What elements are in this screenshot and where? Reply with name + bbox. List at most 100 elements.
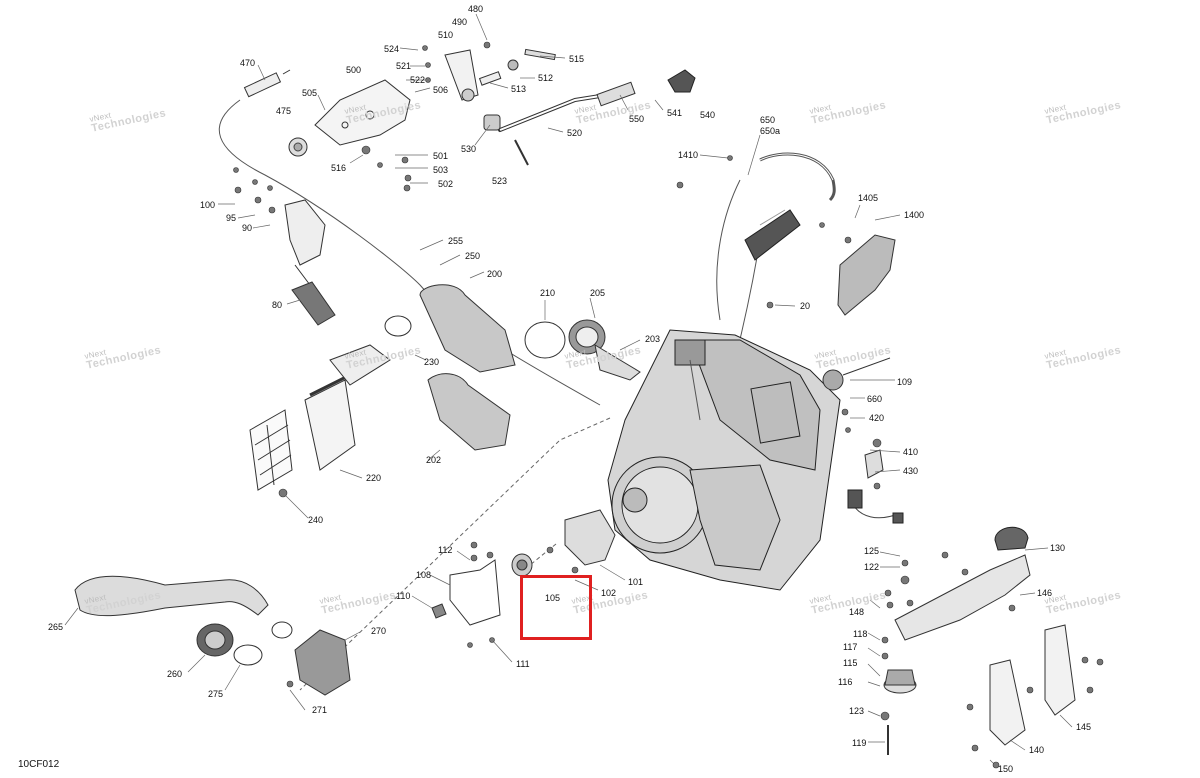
callout-116: 116 (838, 677, 853, 687)
callout-1400: 1400 (904, 210, 925, 220)
leader-lines (64, 13, 1073, 766)
callout-108: 108 (416, 570, 432, 580)
engine-block (607, 329, 841, 591)
dashed-leader (299, 417, 611, 691)
throttle-cable (218, 99, 601, 406)
callout-260: 260 (167, 669, 183, 679)
callout-250: 250 (465, 251, 481, 261)
callout-513: 513 (511, 84, 527, 94)
callout-125: 125 (864, 546, 880, 556)
callout-105: 105 (545, 593, 561, 603)
callout-101: 101 (628, 577, 644, 587)
part-1400-bracket (837, 234, 896, 316)
callout-660: 660 (867, 394, 883, 404)
callout-500: 500 (346, 65, 362, 75)
callout-506: 506 (433, 85, 449, 95)
callout-530: 530 (461, 144, 477, 154)
callout-102: 102 (601, 588, 617, 598)
callout-271: 271 (312, 705, 328, 715)
part-275-clamp (233, 644, 263, 666)
callout-117: 117 (843, 642, 858, 652)
hardware (233, 41, 1104, 769)
callout-95: 95 (226, 213, 237, 223)
part-130-crossmember (894, 554, 1031, 641)
part-145-bracket (1044, 624, 1076, 716)
callout-210: 210 (540, 288, 556, 298)
callout-140: 140 (1029, 745, 1045, 755)
callout-650a: 650a (760, 126, 781, 136)
part-200-boot (419, 284, 516, 373)
part-109 (822, 357, 891, 391)
callout-540: 540 (700, 110, 716, 120)
part-260 (196, 623, 234, 657)
callout-112: 112 (438, 545, 453, 555)
callout-130: 130 (1050, 543, 1066, 553)
part-530 (483, 114, 501, 131)
callout-220: 220 (366, 473, 382, 483)
part-205-cover (568, 319, 641, 381)
part-500-bracket (314, 79, 411, 146)
callout-150: 150 (998, 764, 1014, 774)
callout-80: 80 (272, 300, 283, 310)
callout-521: 521 (396, 61, 412, 71)
part-650-harness (759, 152, 836, 202)
part-270 (294, 629, 351, 696)
callout-541: 541 (667, 108, 683, 118)
part-550 (596, 81, 636, 107)
part-410 (864, 449, 884, 479)
callout-490: 490 (452, 17, 468, 27)
part-510-pivot (444, 48, 556, 102)
callout-265: 265 (48, 622, 64, 632)
callout-255: 255 (448, 236, 464, 246)
part-140-bracket (989, 659, 1026, 746)
callout-410: 410 (903, 447, 919, 457)
callout-501: 501 (433, 151, 449, 161)
part-240-filter (249, 409, 293, 491)
part-115-mount (883, 669, 917, 694)
callout-123: 123 (849, 706, 865, 716)
part-540-key (667, 69, 696, 93)
callout-550: 550 (629, 114, 645, 124)
part-ecu (744, 209, 801, 261)
callout-205: 205 (590, 288, 606, 298)
callout-516: 516 (331, 163, 347, 173)
callout-240: 240 (308, 515, 324, 525)
callout-524: 524 (384, 44, 400, 54)
callout-475: 475 (276, 106, 292, 116)
callout-115: 115 (843, 658, 858, 668)
part-265-tube (74, 575, 269, 617)
callout-200: 200 (487, 269, 503, 279)
callout-203: 203 (645, 334, 661, 344)
part-220-airbox (304, 344, 391, 471)
callout-111: 111 (516, 659, 530, 669)
callout-146: 146 (1037, 588, 1053, 598)
callout-109: 109 (897, 377, 913, 387)
callout-420: 420 (869, 413, 885, 423)
figure-code: 10CF012 (18, 759, 60, 770)
highlight-box-105 (520, 575, 592, 640)
callout-650: 650 (760, 115, 776, 125)
callout-430: 430 (903, 466, 919, 476)
callout-110: 110 (396, 591, 411, 601)
callout-520: 520 (567, 128, 583, 138)
callout-1410: 1410 (678, 150, 699, 160)
part-110 (431, 603, 447, 619)
callout-145: 145 (1076, 722, 1092, 732)
part-108-bracket (449, 559, 501, 626)
part-202-boot (427, 373, 511, 451)
callout-510: 510 (438, 30, 454, 40)
callout-480: 480 (468, 4, 484, 14)
callout-515: 515 (569, 54, 585, 64)
callout-470: 470 (240, 58, 256, 68)
callout-100: 100 (200, 200, 216, 210)
callout-503: 503 (433, 165, 449, 175)
callout-512: 512 (538, 73, 554, 83)
callout-148: 148 (849, 607, 865, 617)
callout-230: 230 (424, 357, 440, 367)
callout-122: 122 (864, 562, 880, 572)
part-230-clamp (384, 315, 412, 337)
callout-20: 20 (800, 301, 811, 311)
part-102-bushing (511, 553, 533, 577)
